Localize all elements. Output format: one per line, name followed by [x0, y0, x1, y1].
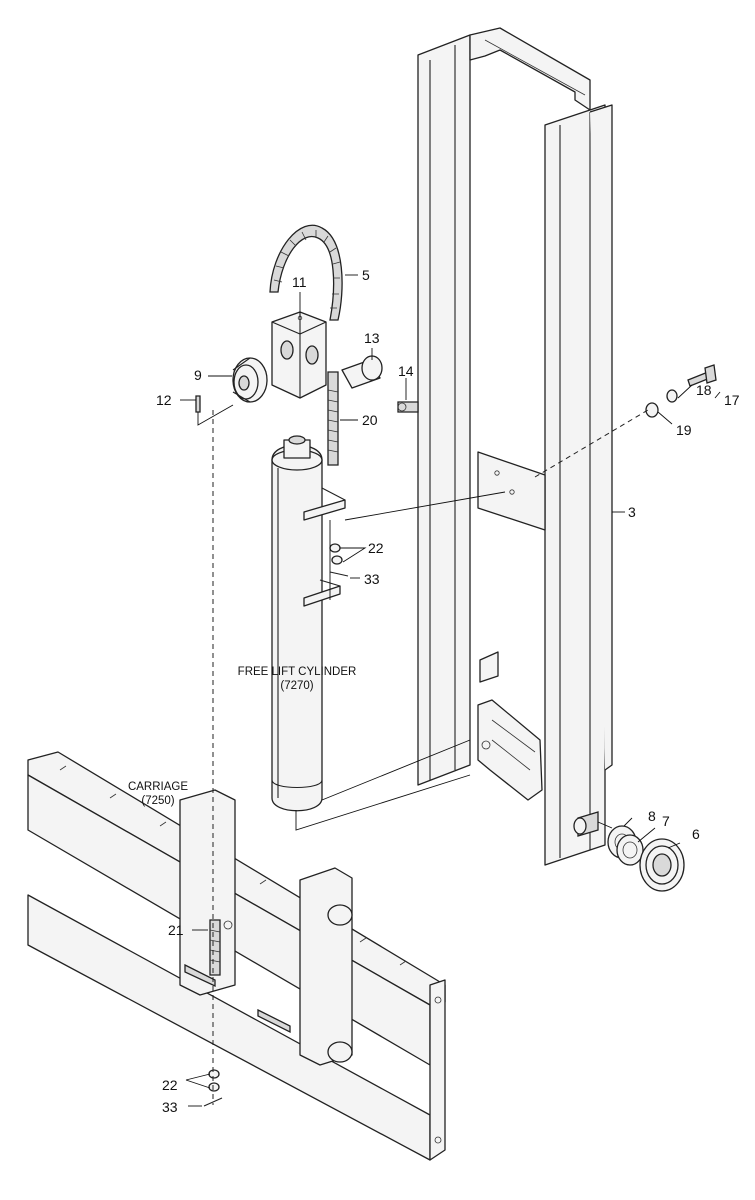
axis-line-bolt [534, 409, 649, 478]
chain-sheave [232, 357, 268, 403]
leader-lines [180, 274, 721, 1107]
callout-20: 20 [362, 412, 378, 428]
bushing-13 [341, 355, 383, 389]
cylinder-label-name: FREE LIFT CYLINDER [238, 666, 357, 678]
callout-22-lower: 22 [162, 1077, 178, 1093]
callout-7: 7 [662, 813, 670, 829]
callout-5: 5 [362, 267, 370, 283]
carriage-label-name: CARRIAGE [128, 781, 188, 793]
callout-14: 14 [398, 363, 414, 379]
axis-line-pivot [597, 821, 613, 829]
bolt-14 [397, 401, 419, 413]
connector-lines [197, 404, 506, 831]
callout-19: 19 [676, 422, 692, 438]
cotter-pin-33-lower [203, 1097, 223, 1107]
cotter-pin-33-upper [329, 571, 349, 577]
washer-19 [645, 402, 659, 418]
callout-3: 3 [628, 504, 636, 520]
pin-12 [195, 395, 201, 413]
carriage-label-ref: (7250) [141, 795, 174, 807]
callout-18: 18 [696, 382, 712, 398]
washer-18 [666, 389, 678, 403]
callout-6: 6 [692, 826, 700, 842]
callout-8: 8 [648, 808, 656, 824]
nut-22-upper [329, 543, 343, 565]
cylinder-label-ref: (7270) [280, 680, 313, 692]
callout-33-upper: 33 [364, 571, 380, 587]
callout-17: 17 [724, 392, 740, 408]
washer-7 [616, 834, 644, 866]
mast-frame [417, 27, 613, 866]
callout-21: 21 [168, 922, 184, 938]
chain-anchor-block [271, 311, 327, 399]
callout-12: 12 [156, 392, 172, 408]
anchor-bolt-20 [327, 371, 339, 466]
nut-22-lower [208, 1069, 220, 1092]
callout-33-lower: 33 [162, 1099, 178, 1115]
callout-13: 13 [364, 330, 380, 346]
carriage [27, 751, 446, 1161]
callout-9: 9 [194, 367, 202, 383]
bearing-6 [639, 838, 685, 892]
callout-11: 11 [292, 274, 307, 290]
stud-21 [209, 919, 221, 976]
callout-22-upper: 22 [368, 540, 384, 556]
bolt-17 [687, 364, 717, 387]
lift-chain [269, 224, 343, 321]
free-lift-cylinder [271, 435, 323, 812]
